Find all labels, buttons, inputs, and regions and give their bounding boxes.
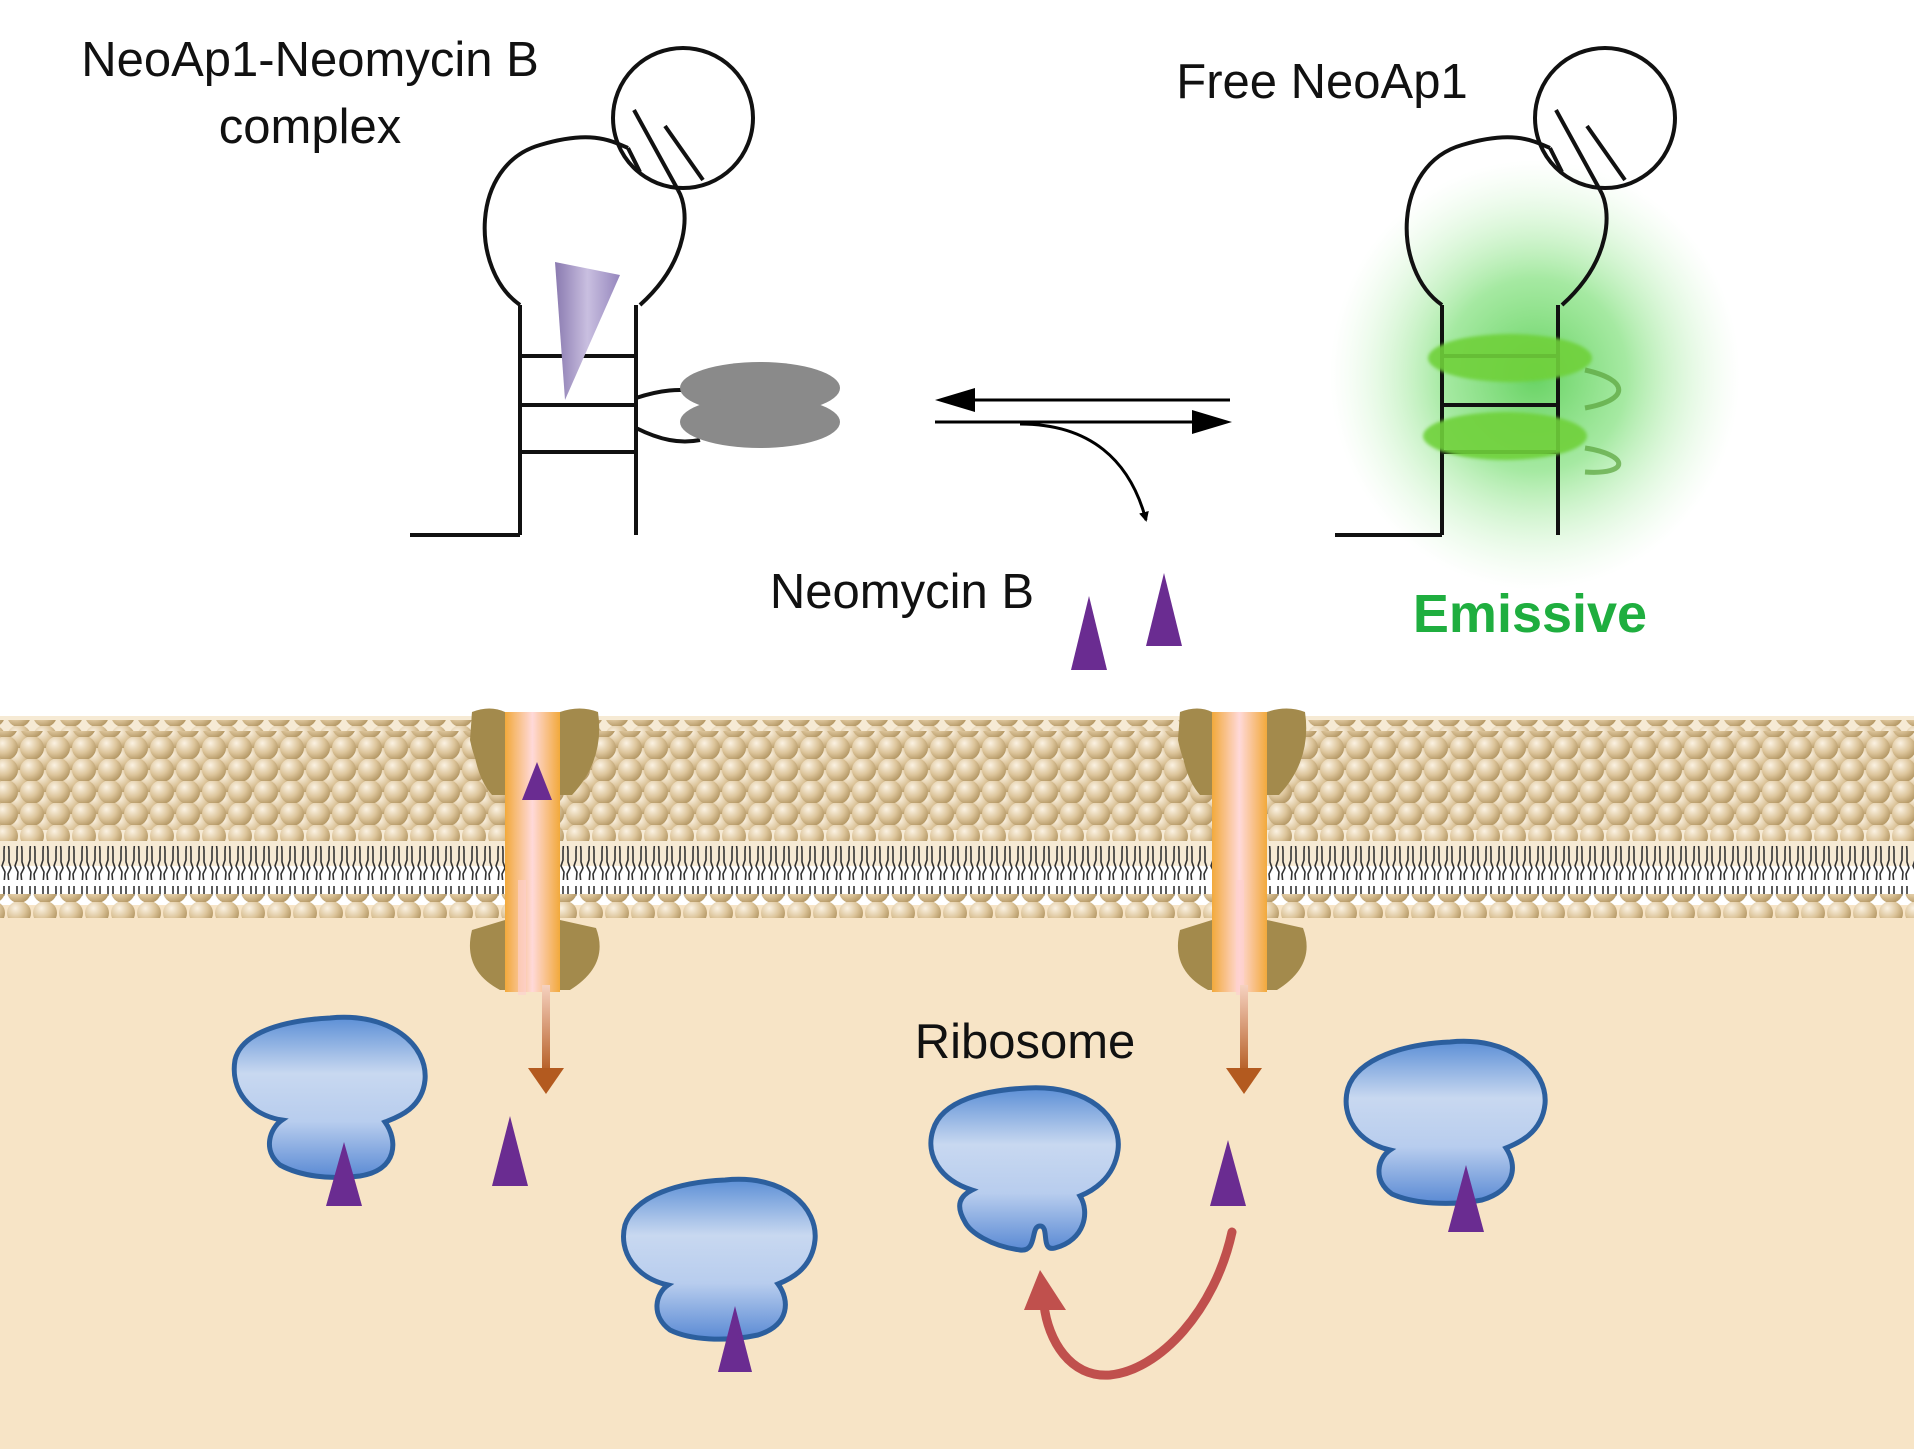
equilibrium-arrows — [935, 388, 1232, 522]
transport-arrow-right — [1226, 985, 1262, 1094]
neomycin-label: Neomycin B — [770, 565, 1034, 619]
ribosome-1 — [231, 1014, 428, 1206]
neomycin-extracellular-1 — [1071, 596, 1107, 670]
lipid-tails-lower — [0, 886, 1914, 896]
emissive-label: Emissive — [1413, 584, 1647, 644]
aptamer-complex-left — [410, 46, 755, 537]
lipid-tails-upper — [0, 846, 1914, 880]
neomycin-free-intracellular-left — [492, 1116, 528, 1186]
ribosome-3 — [1343, 1038, 1548, 1232]
release-arrow — [1019, 422, 1149, 522]
membrane-channel-left — [469, 708, 600, 995]
ribosome-2 — [621, 1176, 818, 1372]
free-aptamer-label: Free NeoAp1 — [1176, 55, 1467, 109]
complex-stem — [518, 305, 638, 535]
neomycin-bound-ribosome-3 — [1448, 1165, 1484, 1232]
neomycin-bound-ribosome-2 — [718, 1306, 752, 1372]
membrane-channel-right — [1177, 708, 1307, 995]
complex-internal-loop — [482, 135, 687, 307]
complex-label-line2: complex — [219, 100, 401, 154]
ribosome-label: Ribosome — [915, 1015, 1136, 1069]
inner-lipid-heads — [0, 894, 1914, 918]
complex-label-line1: NeoAp1-Neomycin B — [81, 33, 539, 87]
complex-top-loop — [611, 46, 755, 190]
emissive-dye — [1423, 334, 1621, 475]
cell-membrane — [0, 716, 1914, 918]
neomycin-in-channel — [522, 762, 552, 800]
quenched-dye — [680, 362, 840, 448]
ribosome-binding-arrow — [1024, 1227, 1237, 1380]
transport-arrow-left — [528, 985, 564, 1094]
neomycin-free-intracellular-right — [1210, 1140, 1246, 1206]
neomycin-extracellular-2 — [1146, 573, 1182, 646]
ribosome-empty — [928, 1085, 1121, 1253]
neomycin-bound-in-aptamer — [555, 262, 620, 400]
neomycin-bound-ribosome-1 — [326, 1142, 362, 1206]
